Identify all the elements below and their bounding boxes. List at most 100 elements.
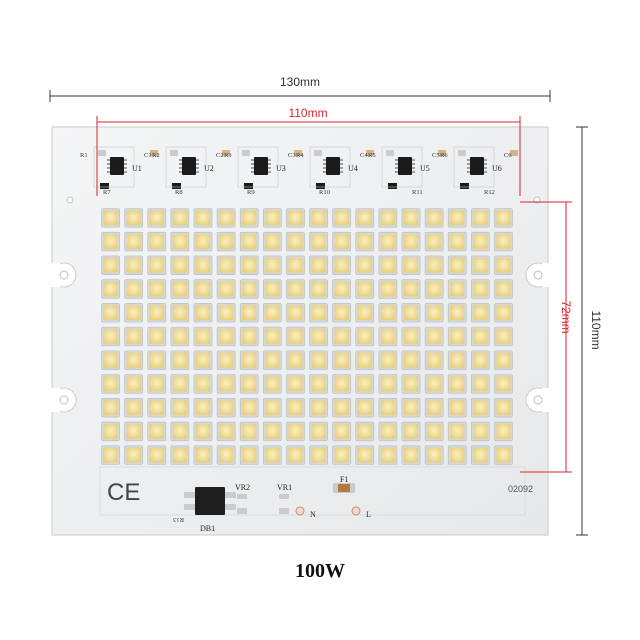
led-chip bbox=[193, 255, 213, 275]
driver-ic-row: R1U1C1R7R2U2C2R8R3U3C3R9R4U4C4R10R5U5C5R… bbox=[80, 146, 518, 196]
resistor-label: R7 bbox=[103, 189, 111, 196]
led-chip bbox=[332, 279, 352, 299]
resistor-label: R5 bbox=[368, 152, 376, 159]
driver-ic-chip bbox=[110, 157, 124, 175]
led-chip bbox=[447, 398, 467, 418]
led-chip bbox=[193, 208, 213, 228]
led-chip bbox=[401, 421, 421, 442]
led-chip bbox=[193, 231, 213, 252]
led-chip bbox=[147, 279, 167, 299]
led-chip bbox=[309, 326, 328, 347]
led-chip bbox=[239, 350, 259, 370]
led-chip bbox=[378, 279, 398, 299]
ic-label: U3 bbox=[276, 164, 286, 173]
resistor-label: R4 bbox=[296, 152, 304, 159]
led-chip bbox=[216, 350, 236, 370]
led-chip bbox=[216, 374, 236, 394]
led-chip bbox=[101, 279, 120, 299]
resistor-label: R10 bbox=[319, 189, 330, 196]
dimension-led-width: 110mm bbox=[96, 106, 521, 196]
led-chip bbox=[378, 374, 398, 394]
fuse-label: F1 bbox=[340, 475, 348, 484]
led-width-label: 110mm bbox=[288, 106, 327, 120]
capacitor-label: C6 bbox=[504, 152, 512, 159]
led-chip bbox=[401, 255, 421, 275]
led-chip bbox=[262, 279, 282, 299]
led-chip bbox=[147, 421, 167, 442]
led-chip bbox=[239, 231, 259, 252]
led-chip bbox=[470, 398, 490, 418]
resistor-label: R3 bbox=[224, 152, 232, 159]
led-chip bbox=[193, 421, 213, 442]
led-chip bbox=[355, 231, 375, 252]
led-chip bbox=[355, 326, 375, 347]
led-chip bbox=[286, 398, 305, 418]
led-chip bbox=[470, 303, 490, 323]
led-chip bbox=[170, 279, 190, 299]
board-width-label: 130mm bbox=[280, 75, 320, 89]
led-chip bbox=[147, 445, 167, 465]
driver-ic-chip bbox=[326, 157, 340, 175]
led-chip bbox=[147, 326, 167, 347]
resistor-label: R12 bbox=[484, 189, 495, 196]
led-chip bbox=[216, 208, 236, 228]
driver-ic-chip bbox=[470, 157, 484, 175]
led-chip bbox=[216, 279, 236, 299]
led-chip bbox=[239, 374, 259, 394]
led-chip bbox=[378, 421, 398, 442]
led-chip bbox=[378, 398, 398, 418]
led-chip bbox=[378, 445, 398, 465]
led-chip bbox=[447, 421, 467, 442]
ic-label: U2 bbox=[204, 164, 214, 173]
led-chip bbox=[309, 445, 328, 465]
led-chip bbox=[470, 208, 490, 228]
led-chip bbox=[262, 374, 282, 394]
led-chip bbox=[494, 445, 513, 465]
led-chip bbox=[355, 303, 375, 323]
led-chip bbox=[401, 374, 421, 394]
led-chip bbox=[447, 350, 467, 370]
fuse-component bbox=[338, 484, 350, 492]
led-chip bbox=[332, 398, 352, 418]
capacitor-label: C5 bbox=[432, 152, 440, 159]
ic-label: U1 bbox=[132, 164, 142, 173]
led-chip bbox=[216, 326, 236, 347]
vr2-label: VR2 bbox=[235, 483, 250, 492]
led-chip bbox=[170, 350, 190, 370]
led-chip bbox=[332, 445, 352, 465]
driver-ic-chip bbox=[254, 157, 268, 175]
led-chip bbox=[494, 208, 513, 228]
led-chip bbox=[401, 350, 421, 370]
bottom-components: CE DB1 R13 VR2 VR1 F1 N L 02092 bbox=[107, 475, 533, 533]
led-chip bbox=[309, 279, 328, 299]
led-chip bbox=[378, 231, 398, 252]
ic-label: U6 bbox=[492, 164, 502, 173]
led-chip bbox=[355, 350, 375, 370]
resistor-label: R2 bbox=[152, 152, 160, 159]
led-chip bbox=[147, 208, 167, 228]
led-chip bbox=[239, 398, 259, 418]
led-chip bbox=[447, 231, 467, 252]
led-chip bbox=[447, 445, 467, 465]
led-chip bbox=[332, 326, 352, 347]
led-chip bbox=[101, 445, 120, 465]
led-chip bbox=[193, 374, 213, 394]
rectifier-chip bbox=[195, 487, 225, 515]
capacitor-label: C2 bbox=[216, 152, 224, 159]
led-chip bbox=[378, 303, 398, 323]
resistor-label: R1 bbox=[80, 152, 88, 159]
led-chip bbox=[124, 374, 144, 394]
led-chip bbox=[309, 398, 328, 418]
led-chip bbox=[447, 326, 467, 347]
led-chip bbox=[124, 350, 144, 370]
led-chip bbox=[124, 326, 144, 347]
led-chip bbox=[124, 231, 144, 252]
led-chip bbox=[470, 374, 490, 394]
led-chip bbox=[101, 303, 120, 323]
led-chip bbox=[286, 421, 305, 442]
led-chip bbox=[424, 445, 444, 465]
resistor-label: R8 bbox=[175, 189, 183, 196]
